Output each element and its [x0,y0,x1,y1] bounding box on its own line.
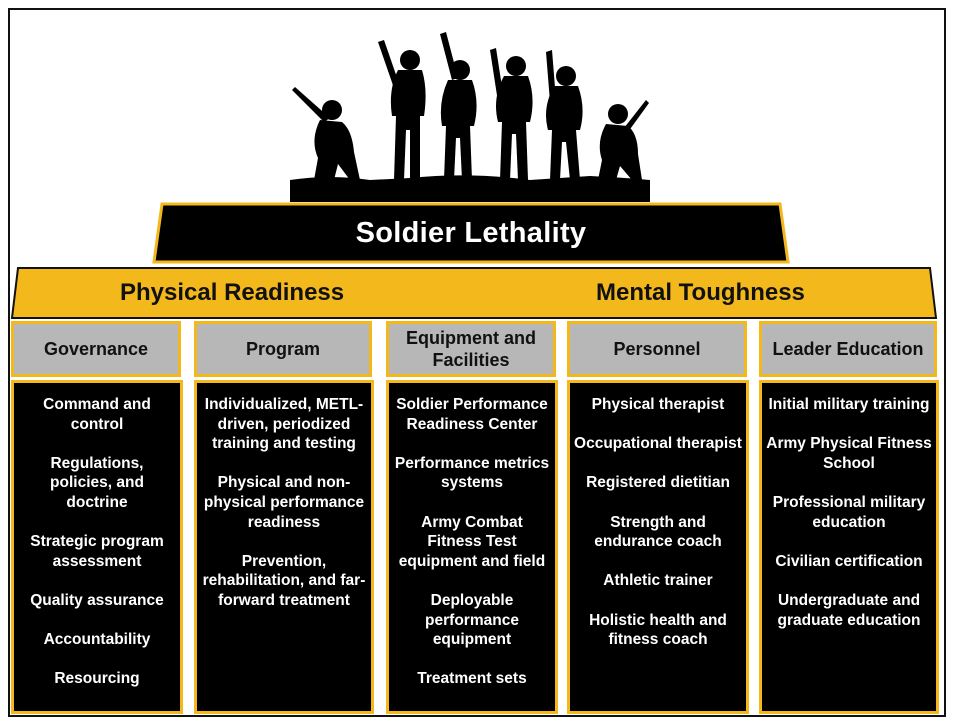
column-body-personnel: Physical therapist Occupational therapis… [567,380,749,714]
list-item: Physical and non-physical performance re… [203,474,365,531]
column-header-leader-education: Leader Education [759,321,937,377]
list-item: Physical therapist [591,396,725,413]
list-item: Accountability [43,631,151,649]
list-item: Professional military education [772,493,926,531]
column-header-equipment-facilities: Equipment and Facilities [386,321,556,377]
list-item: Civilian certification [775,552,923,570]
list-item: Treatment sets [417,670,527,688]
list-item: Initial military training [768,396,930,413]
list-item: Strategic program assessment [30,533,164,570]
list-item: Army Combat Fitness Test equipment and f… [398,513,546,570]
column-body-program: Individualized, METL-driven, periodized … [194,380,374,714]
pillars-band [10,267,938,319]
list-item: Undergraduate and graduate education [777,591,921,629]
physical-readiness-label: Physical Readiness [120,279,345,306]
soldier-silhouettes-image [290,32,650,202]
list-item: Athletic trainer [603,572,713,590]
list-item: Holistic health and fitness coach [589,611,727,649]
list-item: Army Physical Fitness School [766,435,932,472]
roof-banner [152,202,790,264]
column-header-personnel: Personnel [567,321,747,377]
list-item: Performance metrics systems [394,454,550,492]
list-item: Individualized, METL-driven, periodized … [204,396,364,453]
mental-toughness-label: Mental Toughness [596,279,805,306]
list-item: Quality assurance [30,591,164,609]
list-item: Resourcing [54,670,140,688]
column-header-governance: Governance [11,321,181,377]
column-body-governance: Command and control Regulations, policie… [11,380,183,714]
list-item: Deployable performance equipment [425,591,519,649]
list-item: Command and control [43,396,151,433]
column-header-program: Program [194,321,372,377]
list-item: Strength and endurance coach [594,513,722,551]
list-item: Prevention, rehabilitation, and far-forw… [202,552,366,609]
list-item: Occupational therapist [574,435,742,453]
list-item: Soldier Performance Readiness Center [396,396,548,433]
column-body-equipment-facilities: Soldier Performance Readiness Center Per… [386,380,558,714]
list-item: Registered dietitian [586,474,730,492]
column-body-leader-education: Initial military training Army Physical … [759,380,939,714]
diagram-title: Soldier Lethality [355,216,587,249]
list-item: Regulations, policies, and doctrine [50,454,144,511]
